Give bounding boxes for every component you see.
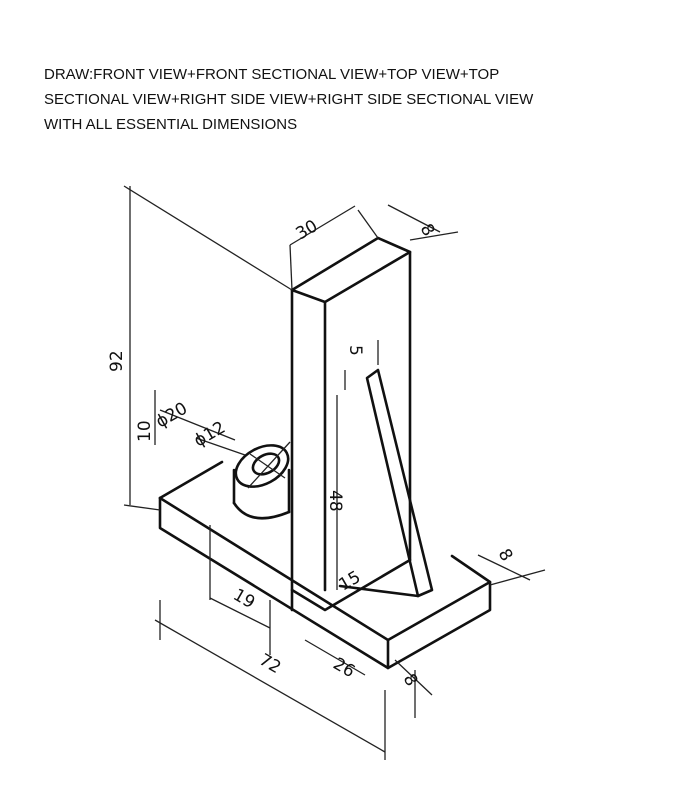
dim-rib-base: 15 [336,567,365,595]
base-plate [158,460,492,670]
dim-boss-diameter: ϕ20 [153,399,191,433]
dim-overall-height: 92 [107,350,127,372]
dim-base-depth: 26 [330,654,359,682]
dim-hole-offset: 19 [230,585,259,613]
boss [232,441,291,520]
rib [338,368,434,598]
dim-rib-height: 48 [325,490,345,512]
dim-rib-thickness: 5 [345,345,365,356]
instruction-line-2: SECTIONAL VIEW+RIGHT SIDE VIEW+RIGHT SID… [44,91,534,108]
dim-upright-width: 30 [293,216,322,244]
instruction-line-1: DRAW:FRONT VIEW+FRONT SECTIONAL VIEW+TOP… [44,66,500,83]
dim-base-thickness-front: 8 [399,671,422,690]
dim-base-thickness-right: 8 [494,546,517,565]
dim-boss-height: 10 [135,420,155,442]
dim-hole-diameter: ϕ12 [191,418,229,452]
drawing-instructions: DRAW:FRONT VIEW+FRONT SECTIONAL VIEW+TOP… [44,62,664,137]
instruction-line-3: WITH ALL ESSENTIAL DIMENSIONS [44,116,298,133]
dimension-lines [123,185,546,760]
dim-overall-length: 72 [256,650,285,678]
upright-plate [290,236,412,612]
